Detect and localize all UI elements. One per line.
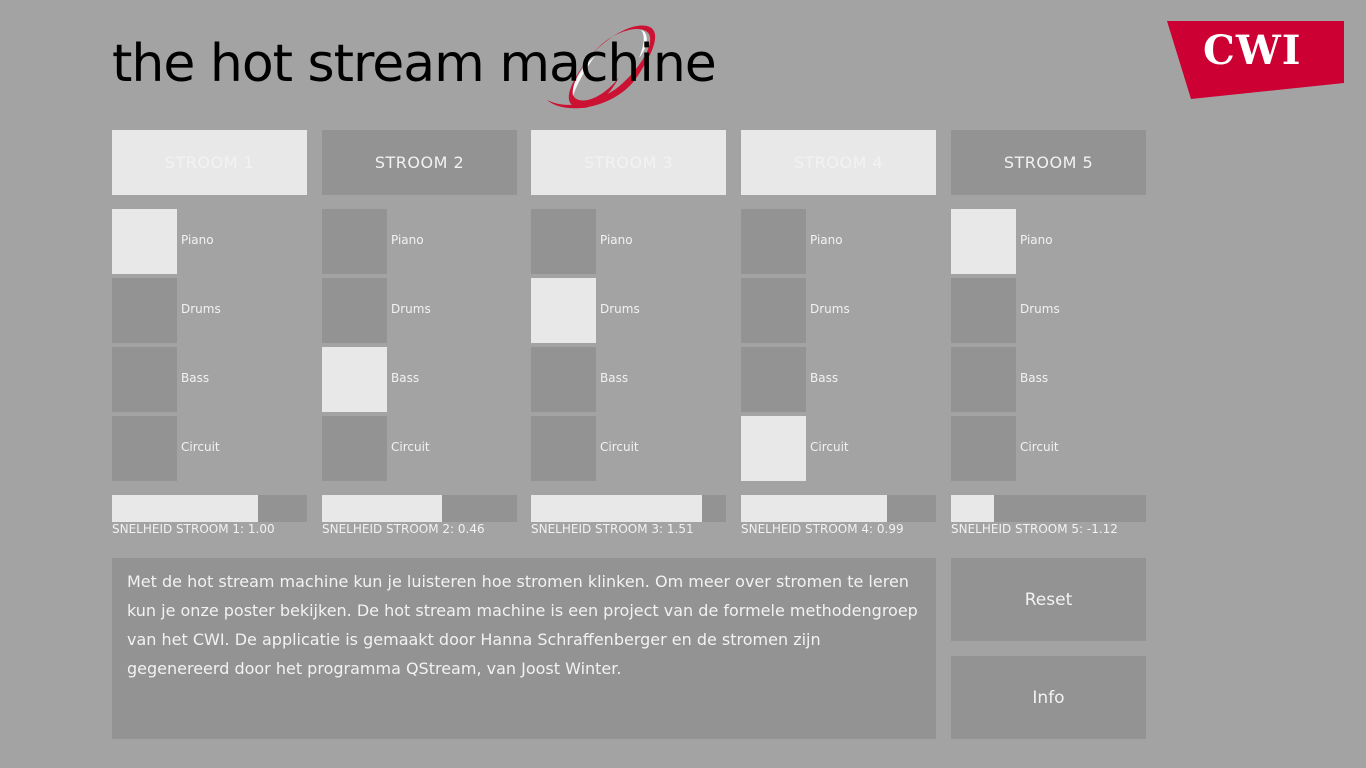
instrument-row-piano: Piano [112, 209, 307, 274]
instrument-label: Bass [391, 371, 420, 385]
instrument-row-bass: Bass [322, 347, 517, 412]
instrument-label: Circuit [181, 440, 220, 454]
instrument-label: Piano [810, 233, 843, 247]
instrument-toggle-drums[interactable] [741, 278, 806, 343]
speed-slider-5[interactable] [951, 495, 1146, 522]
instrument-label: Piano [600, 233, 633, 247]
speed-label-1: SNELHEID STROOM 1: 1.00 [112, 522, 275, 536]
instrument-label: Drums [1020, 302, 1060, 316]
instrument-label: Piano [1020, 233, 1053, 247]
instrument-label: Drums [181, 302, 221, 316]
instrument-label: Bass [810, 371, 839, 385]
instrument-label: Bass [181, 371, 210, 385]
instrument-row-circuit: Circuit [531, 416, 726, 481]
instrument-label: Drums [391, 302, 431, 316]
instrument-toggle-drums[interactable] [322, 278, 387, 343]
speed-slider-fill [112, 495, 259, 522]
instrument-toggle-bass[interactable] [531, 347, 596, 412]
speed-label-4: SNELHEID STROOM 4: 0.99 [741, 522, 904, 536]
instrument-row-bass: Bass [112, 347, 307, 412]
instrument-toggle-piano[interactable] [741, 209, 806, 274]
stream-1-button[interactable]: STROOM 1 [112, 130, 307, 195]
speed-slider-fill [741, 495, 887, 522]
instrument-row-drums: Drums [741, 278, 936, 343]
instrument-toggle-bass[interactable] [112, 347, 177, 412]
instrument-toggle-circuit[interactable] [741, 416, 806, 481]
stream-5-button[interactable]: STROOM 5 [951, 130, 1146, 195]
speed-slider-1[interactable] [112, 495, 307, 522]
instrument-row-drums: Drums [322, 278, 517, 343]
instrument-row-circuit: Circuit [741, 416, 936, 481]
instrument-label: Drums [600, 302, 640, 316]
stream-swirl-icon [547, 25, 656, 109]
instrument-toggle-drums[interactable] [112, 278, 177, 343]
instrument-label: Bass [1020, 371, 1049, 385]
instrument-toggle-circuit[interactable] [112, 416, 177, 481]
instrument-toggle-drums[interactable] [951, 278, 1016, 343]
instrument-row-drums: Drums [112, 278, 307, 343]
speed-slider-fill [322, 495, 442, 522]
speed-label-3: SNELHEID STROOM 3: 1.51 [531, 522, 694, 536]
speed-slider-fill [951, 495, 994, 522]
app-logo: the hot stream machine [112, 22, 717, 112]
instrument-toggle-piano[interactable] [112, 209, 177, 274]
speed-slider-4[interactable] [741, 495, 936, 522]
speed-label-5: SNELHEID STROOM 5: -1.12 [951, 522, 1118, 536]
instrument-label: Drums [810, 302, 850, 316]
instrument-row-circuit: Circuit [951, 416, 1146, 481]
instrument-label: Circuit [1020, 440, 1059, 454]
instrument-row-piano: Piano [951, 209, 1146, 274]
speed-label-2: SNELHEID STROOM 2: 0.46 [322, 522, 485, 536]
instrument-label: Circuit [810, 440, 849, 454]
reset-button[interactable]: Reset [951, 558, 1146, 641]
instrument-toggle-bass[interactable] [951, 347, 1016, 412]
stream-2-button[interactable]: STROOM 2 [322, 130, 517, 195]
instrument-row-bass: Bass [531, 347, 726, 412]
instrument-row-circuit: Circuit [112, 416, 307, 481]
instrument-row-drums: Drums [951, 278, 1146, 343]
instrument-toggle-circuit[interactable] [531, 416, 596, 481]
speed-slider-3[interactable] [531, 495, 726, 522]
instrument-row-circuit: Circuit [322, 416, 517, 481]
instrument-row-bass: Bass [951, 347, 1146, 412]
instrument-row-piano: Piano [531, 209, 726, 274]
instrument-toggle-bass[interactable] [741, 347, 806, 412]
instrument-row-piano: Piano [741, 209, 936, 274]
instrument-label: Circuit [600, 440, 639, 454]
instrument-row-drums: Drums [531, 278, 726, 343]
cwi-brand-text: CWI [1203, 27, 1302, 74]
instrument-toggle-circuit[interactable] [951, 416, 1016, 481]
instrument-toggle-circuit[interactable] [322, 416, 387, 481]
instrument-row-bass: Bass [741, 347, 936, 412]
info-button[interactable]: Info [951, 656, 1146, 739]
instrument-label: Circuit [391, 440, 430, 454]
instrument-label: Piano [391, 233, 424, 247]
instrument-toggle-piano[interactable] [531, 209, 596, 274]
instrument-toggle-piano[interactable] [322, 209, 387, 274]
cwi-badge-icon [1167, 21, 1344, 99]
stream-4-button[interactable]: STROOM 4 [741, 130, 936, 195]
instrument-toggle-bass[interactable] [322, 347, 387, 412]
info-text-panel: Met de hot stream machine kun je luister… [112, 558, 936, 739]
instrument-toggle-piano[interactable] [951, 209, 1016, 274]
speed-slider-fill [531, 495, 702, 522]
instrument-row-piano: Piano [322, 209, 517, 274]
speed-slider-2[interactable] [322, 495, 517, 522]
logo-text: the hot stream machine [112, 34, 717, 94]
instrument-label: Piano [181, 233, 214, 247]
instrument-toggle-drums[interactable] [531, 278, 596, 343]
instrument-label: Bass [600, 371, 629, 385]
cwi-logo: CWI [1167, 21, 1344, 99]
stream-3-button[interactable]: STROOM 3 [531, 130, 726, 195]
